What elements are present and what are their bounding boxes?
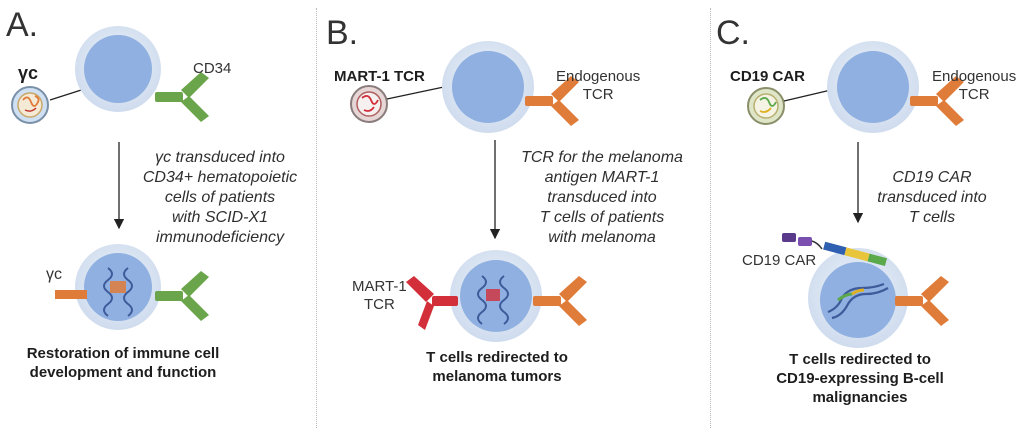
car-t-cell bbox=[808, 248, 908, 348]
panel-c-letter: C. bbox=[716, 14, 750, 52]
label-line: TCR bbox=[363, 296, 395, 313]
process-line: with SCID-X1 bbox=[171, 209, 269, 226]
endogenous-tcr-label: Endogenous TCR bbox=[932, 68, 1016, 104]
process-line: T cells of patients bbox=[539, 209, 665, 226]
gamma-c-vector-label: γc bbox=[18, 63, 39, 83]
mart1-tcr-vector-icon bbox=[350, 85, 388, 123]
endogenous-tcr-icon bbox=[895, 276, 949, 326]
caption-line: Restoration of immune cell bbox=[26, 345, 220, 362]
mart1-tcr-receptor-icon bbox=[406, 276, 458, 330]
process-line: γc transduced into bbox=[155, 149, 285, 166]
process-line: transduced into bbox=[877, 189, 987, 206]
cd19-car-vector-icon bbox=[747, 87, 785, 125]
process-line: antigen MART-1 bbox=[544, 169, 660, 186]
process-line: with melanoma bbox=[548, 229, 656, 246]
caption-b: T cells redirected to melanoma tumors bbox=[390, 348, 604, 386]
gamma-c-receptor-label: γc bbox=[46, 266, 62, 283]
panel-a-letter: A. bbox=[6, 6, 39, 44]
cd34-cell-top bbox=[75, 26, 161, 112]
dna-icon bbox=[477, 275, 509, 325]
process-line: CD34+ hematopoietic bbox=[142, 169, 298, 186]
cd34-label: CD34 bbox=[193, 60, 232, 77]
label-line: MART-1 bbox=[352, 278, 407, 295]
cd19-car-receptor-icon bbox=[782, 233, 888, 267]
t-cell-top bbox=[827, 41, 919, 133]
mart1-tcr-label: MART-1 TCR bbox=[352, 278, 407, 314]
gamma-c-receptor-icon bbox=[55, 290, 87, 299]
caption-line: development and function bbox=[29, 364, 217, 381]
dna-icon bbox=[103, 267, 133, 317]
mart1-tcr-vector-label: MART-1 TCR bbox=[334, 68, 425, 85]
endogenous-tcr-label: Endogenous TCR bbox=[556, 68, 640, 104]
caption-line: CD19-expressing B-cell bbox=[776, 370, 944, 387]
process-line: CD19 CAR bbox=[892, 169, 972, 186]
endogenous-tcr-icon bbox=[525, 76, 579, 126]
label-line: TCR bbox=[582, 86, 614, 103]
dna-icon bbox=[827, 282, 889, 320]
panel-divider bbox=[710, 8, 711, 428]
t-cell-top bbox=[442, 41, 534, 133]
label-line: TCR bbox=[958, 86, 990, 103]
cd19-car-vector-label: CD19 CAR bbox=[730, 68, 806, 85]
endogenous-tcr-icon bbox=[533, 276, 587, 326]
corrected-cell-bottom bbox=[75, 244, 161, 330]
gamma-c-vector-icon bbox=[11, 86, 49, 124]
panel-a bbox=[11, 26, 209, 330]
caption-line: T cells redirected to bbox=[426, 349, 568, 366]
cd34-receptor-icon bbox=[155, 271, 209, 321]
process-text-b: TCR for the melanoma antigen MART-1 tran… bbox=[502, 148, 702, 248]
process-line: immunodeficiency bbox=[155, 229, 285, 246]
process-text-c: CD19 CAR transduced into T cells bbox=[862, 168, 1002, 228]
caption-line: T cells redirected to bbox=[789, 351, 931, 368]
panel-c bbox=[747, 41, 964, 348]
panel-b bbox=[350, 41, 587, 342]
label-line: Endogenous bbox=[556, 68, 641, 85]
cd19-car-receptor-label: CD19 CAR bbox=[742, 252, 817, 269]
caption-line: melanoma tumors bbox=[432, 368, 562, 385]
process-line: transduced into bbox=[547, 189, 657, 206]
process-text-a: γc transduced into CD34+ hematopoietic c… bbox=[135, 148, 305, 248]
caption-c: T cells redirected to CD19-expressing B-… bbox=[760, 350, 960, 407]
cd34-receptor-icon bbox=[155, 72, 209, 122]
panel-b-letter: B. bbox=[326, 14, 359, 52]
panel-divider bbox=[316, 8, 317, 428]
label-line: Endogenous bbox=[932, 68, 1017, 85]
redirected-t-cell bbox=[450, 250, 542, 342]
process-line: cells of patients bbox=[164, 189, 276, 206]
caption-line: malignancies bbox=[812, 389, 908, 406]
endogenous-tcr-icon bbox=[910, 76, 964, 126]
process-line: TCR for the melanoma bbox=[521, 149, 683, 166]
caption-a: Restoration of immune cell development a… bbox=[12, 344, 234, 382]
process-line: T cells bbox=[908, 209, 956, 226]
